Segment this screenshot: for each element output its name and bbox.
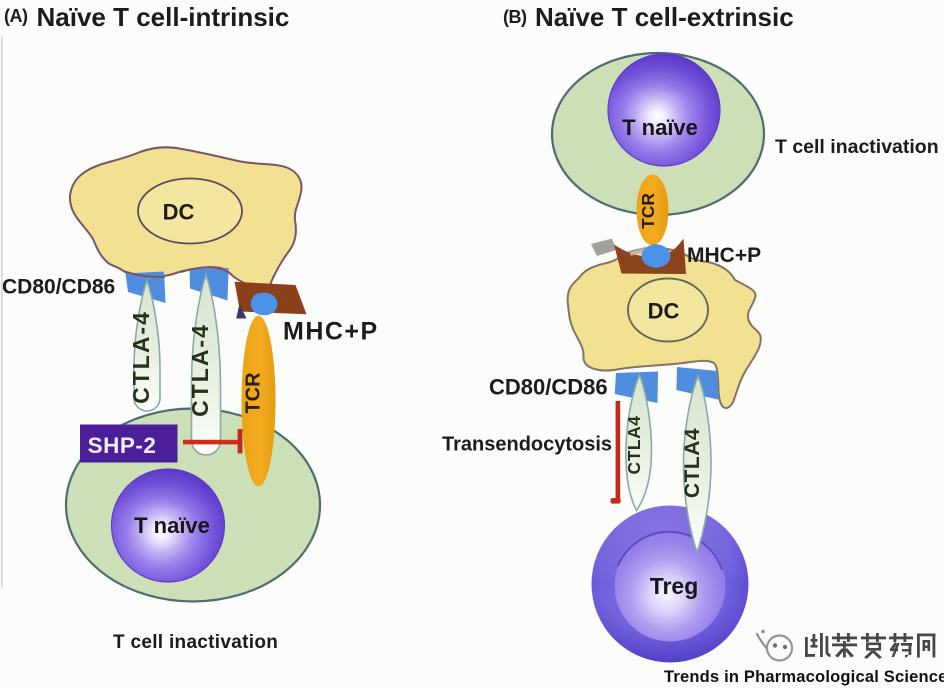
svg-text:Transendocytosis: Transendocytosis xyxy=(442,434,612,456)
svg-text:T naïve: T naïve xyxy=(622,115,698,140)
svg-text:Treg: Treg xyxy=(650,573,699,599)
svg-text:DC: DC xyxy=(163,200,195,225)
svg-text:MHC+P: MHC+P xyxy=(687,244,761,267)
svg-text:CTLA4: CTLA4 xyxy=(624,416,644,475)
svg-text:(A): (A) xyxy=(4,6,28,26)
svg-text:CTLA4: CTLA4 xyxy=(681,428,704,498)
svg-text:CTLA-4: CTLA-4 xyxy=(187,323,213,417)
svg-text:SHP-2: SHP-2 xyxy=(88,433,157,458)
svg-text:DC: DC xyxy=(648,299,680,324)
svg-text:MHC+P: MHC+P xyxy=(283,318,379,346)
svg-text:(B): (B) xyxy=(503,7,527,27)
svg-text:CD80/CD86: CD80/CD86 xyxy=(489,375,608,400)
svg-text:T cell inactivation: T cell inactivation xyxy=(113,632,278,653)
svg-text:Trends in Pharmacological Scie: Trends in Pharmacological Sciences xyxy=(664,668,944,686)
svg-text:Naïve T cell-intrinsic: Naïve T cell-intrinsic xyxy=(37,2,290,32)
svg-text:TCR: TCR xyxy=(638,193,658,229)
svg-text:CTLA-4: CTLA-4 xyxy=(128,310,154,404)
svg-text:T cell inactivation: T cell inactivation xyxy=(775,136,939,158)
svg-text:T naïve: T naïve xyxy=(134,513,210,538)
svg-text:TCR: TCR xyxy=(243,372,265,414)
svg-text:CD80/CD86: CD80/CD86 xyxy=(2,276,115,299)
svg-text:Naïve T cell-extrinsic: Naïve T cell-extrinsic xyxy=(535,2,794,32)
